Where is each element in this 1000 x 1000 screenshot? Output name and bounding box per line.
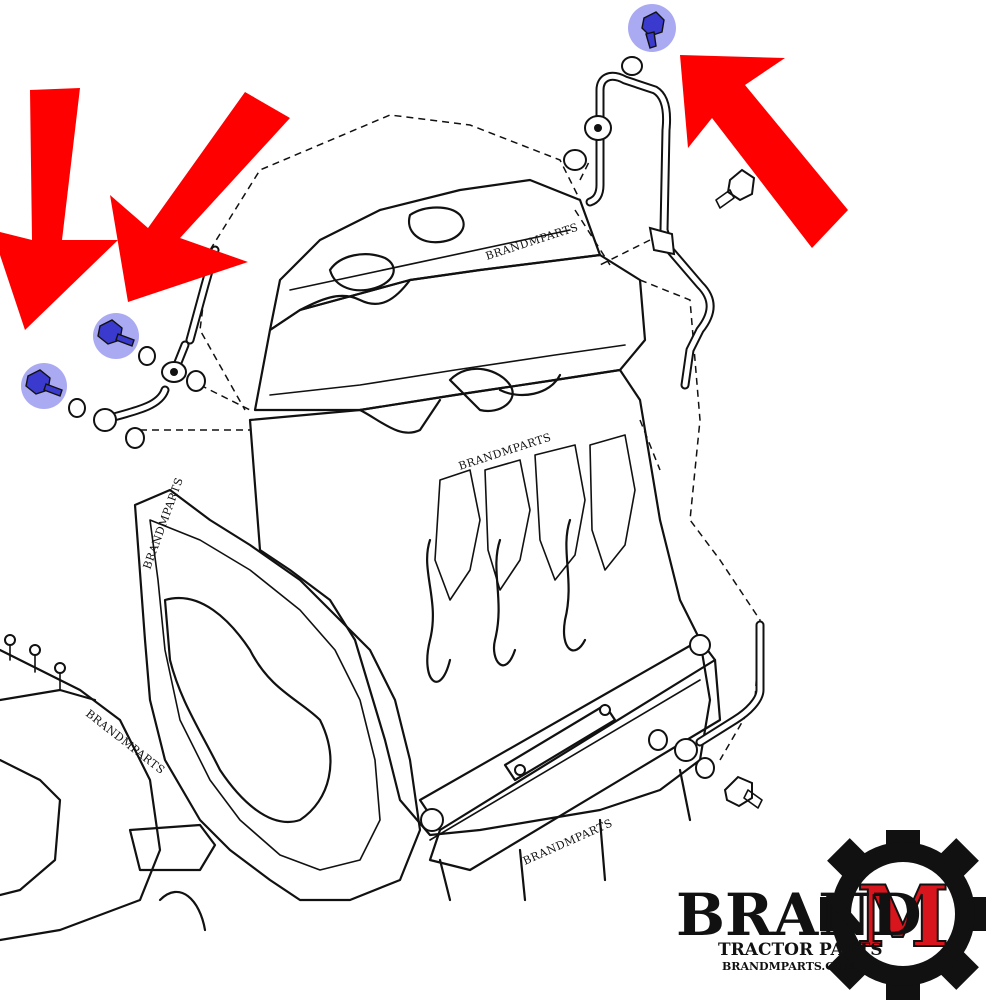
gear-icon	[820, 830, 986, 1000]
timing-cover	[133, 488, 422, 902]
watermark-text: BRANDMPARTS	[521, 816, 615, 867]
highlight-bolt-left-upper	[93, 313, 139, 359]
highlight-bolt-top	[628, 4, 676, 52]
right-leak-off-line	[563, 56, 765, 779]
engine-block	[248, 368, 722, 902]
right-bolt-lower	[723, 775, 763, 809]
rocker-cover	[268, 178, 602, 332]
brand-m-logo: M BRAND TRACTOR PARTS BRANDMPARTS.COM	[676, 830, 986, 1000]
logo-subtitle: TRACTOR PARTS	[718, 940, 883, 960]
red-arrow-left-1	[0, 88, 118, 330]
highlight-bolt-left-lower	[21, 363, 67, 409]
red-arrow-left-2	[110, 92, 290, 302]
logo-letter: M	[857, 867, 950, 966]
cylinder-head	[253, 253, 647, 434]
red-arrow-right	[680, 55, 848, 248]
watermark-text: BRANDMPARTS	[457, 431, 553, 473]
exhaust-manifold	[0, 634, 217, 942]
logo-url: BRANDMPARTS.COM	[722, 960, 856, 973]
watermark-text: BRANDMPARTS	[141, 476, 186, 571]
watermark-text: BRANDMPARTS	[484, 221, 580, 263]
right-bolt-side	[715, 168, 756, 209]
logo-brand: BRAND	[676, 881, 922, 949]
left-leak-off-line	[68, 245, 220, 449]
